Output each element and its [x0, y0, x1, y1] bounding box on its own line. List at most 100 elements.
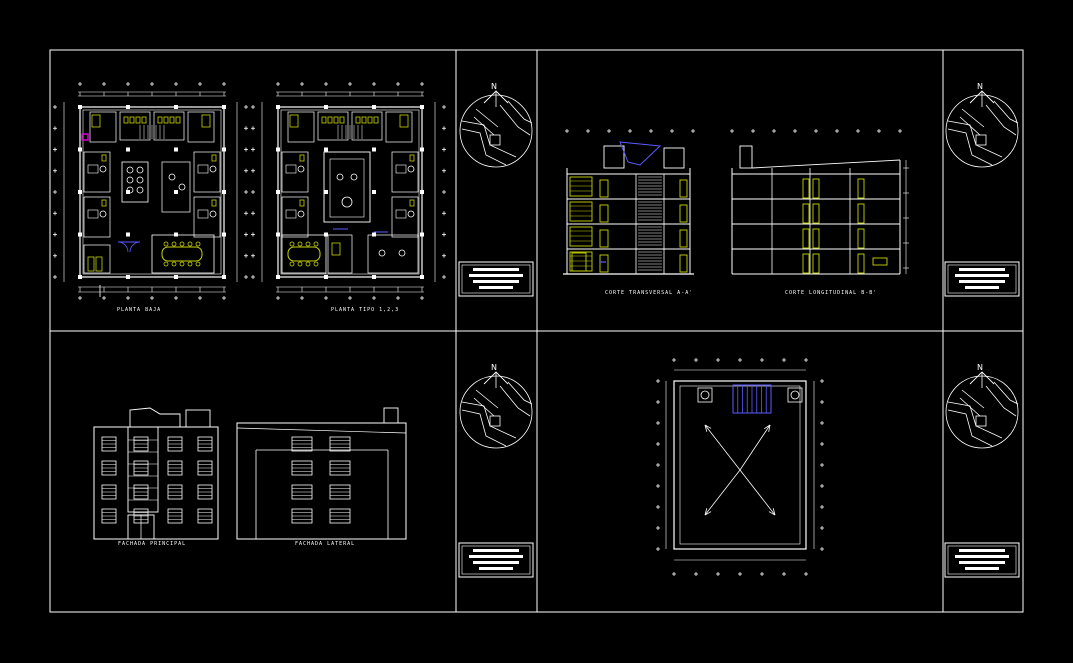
- chair: [178, 183, 186, 191]
- chair: [378, 249, 386, 257]
- facade-side-caption: FACHADA LATERAL: [295, 541, 356, 547]
- central-room: [121, 161, 149, 203]
- map-street: [959, 397, 981, 417]
- roof-outline: [673, 380, 807, 550]
- arrow-head: [768, 511, 776, 516]
- fixture: [87, 256, 95, 272]
- fixture: [361, 116, 367, 124]
- map-street: [475, 389, 499, 409]
- vent-box: [787, 387, 803, 403]
- roof-block: [739, 145, 753, 169]
- column: [126, 147, 130, 152]
- fixture: [95, 256, 103, 272]
- cabinet: [409, 154, 415, 162]
- column: [174, 105, 178, 109]
- door-yellow: [679, 254, 688, 273]
- column: [78, 105, 82, 109]
- column: [276, 105, 280, 109]
- door-yellow: [599, 204, 609, 223]
- room: [327, 234, 353, 274]
- roof-block: [383, 407, 399, 424]
- fixture: [175, 116, 181, 124]
- fixture: [872, 257, 888, 266]
- chair: [398, 249, 406, 257]
- title-block: [458, 261, 534, 297]
- map-street: [499, 385, 531, 417]
- cabinet: [299, 199, 305, 207]
- map-street: [461, 120, 517, 158]
- cabinet: [409, 199, 415, 207]
- central-void-inner: [329, 158, 365, 218]
- north-arrow-blocks: [458, 90, 1020, 578]
- window-yellow: [569, 201, 593, 222]
- marker: [81, 133, 89, 141]
- arrow-head: [772, 508, 776, 516]
- door-arc: [117, 241, 129, 253]
- chair: [195, 261, 201, 267]
- map-street: [947, 409, 993, 447]
- facade-outline: [236, 422, 407, 540]
- column: [126, 275, 130, 279]
- desk: [285, 164, 297, 174]
- map-street: [473, 116, 495, 136]
- office-right: [391, 196, 419, 238]
- chair: [407, 210, 415, 218]
- door-yellow: [599, 254, 609, 273]
- fixture: [123, 116, 129, 124]
- roof-line: [236, 427, 407, 434]
- vent-box: [697, 387, 713, 403]
- title-line: [965, 567, 999, 570]
- door-yellow: [812, 203, 820, 224]
- column: [372, 232, 376, 237]
- chair: [407, 165, 415, 173]
- map-street: [985, 104, 1017, 136]
- chair: [179, 261, 185, 267]
- office-block: [161, 161, 191, 213]
- facade-side: [236, 407, 407, 540]
- section-transversal: [563, 129, 695, 275]
- map-street: [993, 100, 1019, 124]
- map-street: [475, 108, 499, 128]
- north-label: N: [977, 82, 983, 91]
- chair: [163, 261, 169, 267]
- fixture: [331, 242, 341, 256]
- desk: [197, 164, 209, 174]
- title-line: [473, 561, 519, 564]
- floor-plan-ground: [53, 82, 248, 300]
- column: [126, 232, 130, 237]
- title-line: [469, 555, 523, 558]
- desk: [285, 209, 297, 219]
- door-yellow: [679, 204, 688, 223]
- plant: [341, 196, 353, 208]
- office-left: [83, 151, 111, 193]
- door-yellow: [857, 253, 865, 274]
- map-street: [961, 389, 985, 409]
- arrow-head: [704, 511, 712, 516]
- roof-block-left: [603, 145, 625, 169]
- section-a-caption: CORTE TRANSVERSAL A-A': [605, 290, 694, 296]
- title-line: [473, 280, 519, 283]
- title-block: [458, 542, 534, 578]
- north-label: N: [491, 82, 497, 91]
- vent: [700, 390, 710, 400]
- desk: [197, 209, 209, 219]
- fixture: [367, 116, 373, 124]
- fixture: [355, 116, 361, 124]
- column: [372, 275, 376, 279]
- column: [276, 232, 280, 237]
- north-label: N: [491, 363, 497, 372]
- title-line: [473, 268, 519, 271]
- section-b-caption: CORTE LONGITUDINAL B-B': [785, 290, 878, 296]
- title-line: [959, 268, 1005, 271]
- door-yellow: [599, 229, 609, 248]
- meeting-room: [281, 234, 327, 274]
- slope-arrow: [739, 424, 771, 471]
- column: [222, 275, 226, 279]
- title-block: [944, 542, 1020, 578]
- fixture: [141, 116, 147, 124]
- map-lot: [975, 415, 987, 427]
- chair: [305, 261, 311, 267]
- meeting-table: [161, 246, 203, 262]
- slope-arrow: [704, 424, 741, 471]
- door-yellow: [812, 253, 820, 274]
